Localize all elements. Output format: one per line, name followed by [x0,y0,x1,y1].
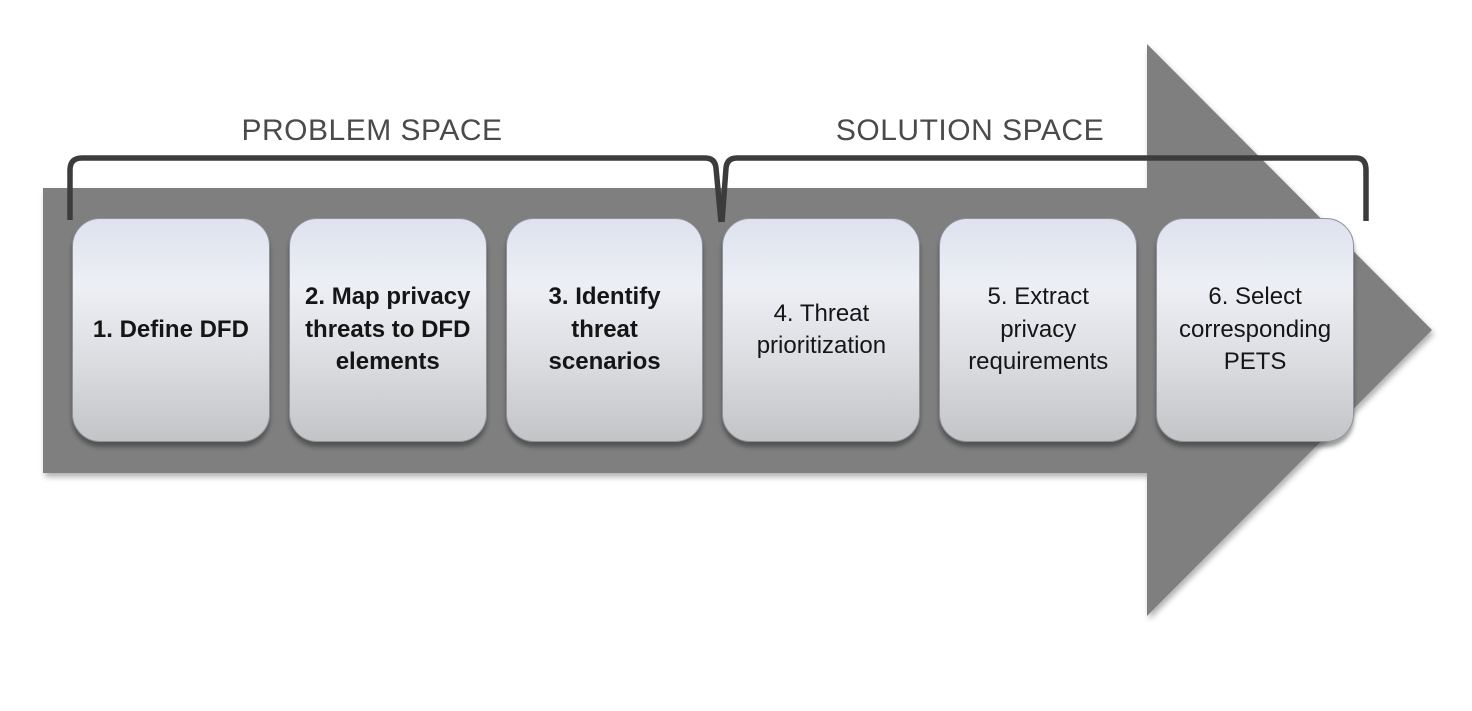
step-label-5: 5. Extract privacy requirements [968,283,1109,376]
step-label-4: 4. Threat prioritization [756,299,887,359]
step-box-2: 2. Map privacy threats to DFD elements [288,218,487,442]
step-box-3: 3. Identify threat scenarios [505,218,704,442]
problem-space-label: PROBLEM SPACE [241,114,503,147]
step-box-1: 1. Define DFD [72,218,270,442]
steps-row: 1. Define DFD 2. Map privacy threats to … [72,218,1354,442]
step-box-5: 5. Extract privacy requirements [939,218,1138,442]
step-box-6: 6. Select corresponding PETS [1156,218,1354,442]
step-label-1: 1. Define DFD [92,315,249,343]
step-label-6: 6. Select corresponding PETS [1179,283,1332,376]
step-box-4: 4. Threat prioritization [722,218,921,442]
solution-space-label: SOLUTION SPACE [835,114,1105,147]
step-label-2: 2. Map privacy threats to DFD elements [305,283,471,376]
step-label-3: 3. Identify threat scenarios [548,283,661,376]
